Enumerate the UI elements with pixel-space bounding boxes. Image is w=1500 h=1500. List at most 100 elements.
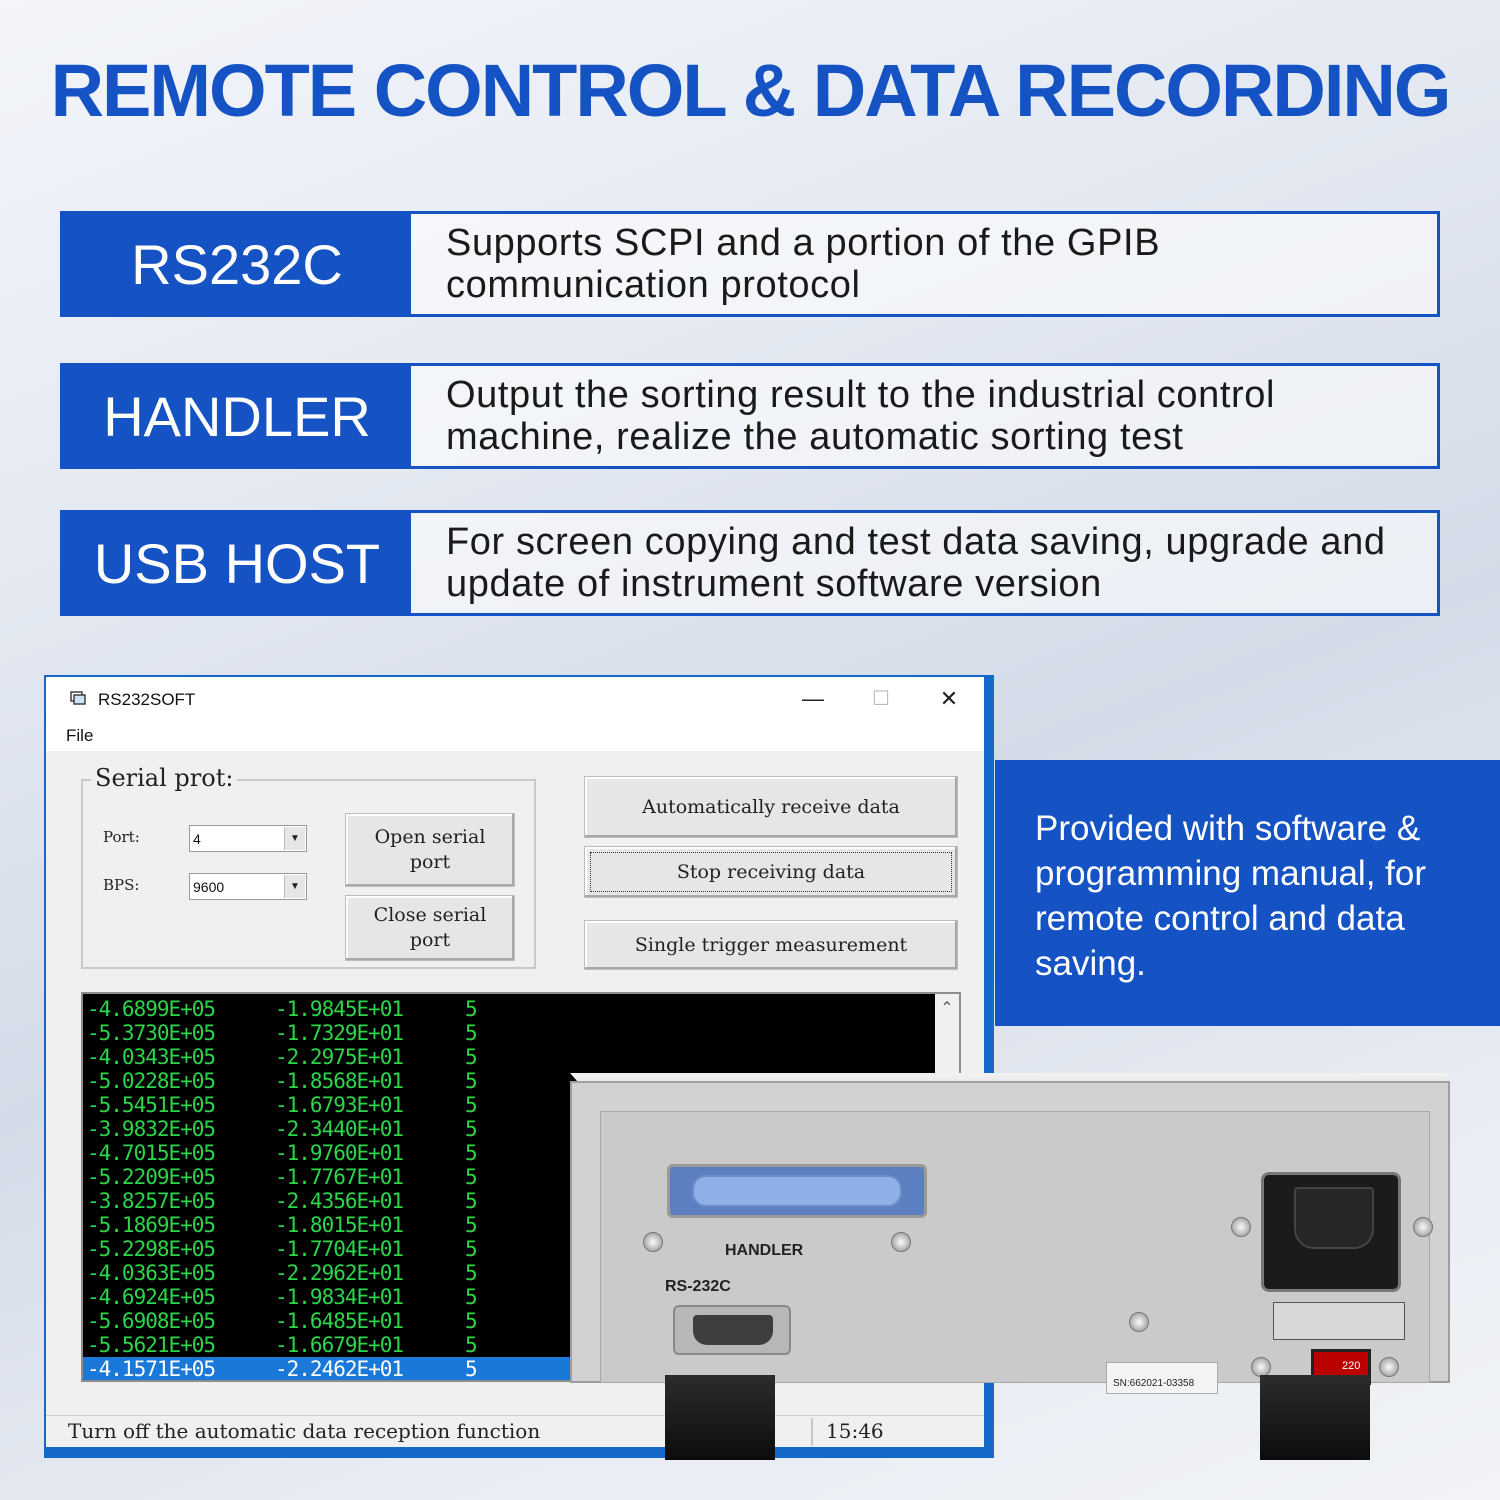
data-value-2: -1.9834E+01 — [275, 1285, 404, 1309]
auto-receive-button[interactable]: Automatically receive data — [584, 776, 958, 838]
data-value-2: -1.7767E+01 — [275, 1165, 404, 1189]
data-value-2: -1.9760E+01 — [275, 1141, 404, 1165]
data-row[interactable]: -5.2209E+05 -1.7767E+01 5 — [83, 1165, 935, 1189]
data-value-2: -2.4356E+01 — [275, 1189, 404, 1213]
chevron-down-icon[interactable]: ▼ — [284, 827, 305, 850]
port-select[interactable]: 4 ▼ — [189, 825, 307, 852]
data-value-2: -1.6679E+01 — [275, 1333, 404, 1357]
data-row[interactable]: -5.0228E+05 -1.8568E+01 5 — [83, 1069, 935, 1093]
rs232soft-window: RS232SOFT — ☐ ✕ File Serial prot: Port: … — [44, 675, 994, 1458]
power-inlet — [1261, 1172, 1401, 1292]
data-value-3: 5 — [465, 1165, 478, 1189]
rs232-label: RS-232C — [665, 1278, 731, 1295]
data-value-2: -1.9845E+01 — [275, 997, 404, 1021]
data-value-3: 5 — [465, 1045, 478, 1069]
feature-rs232c: RS232C Supports SCPI and a portion of th… — [60, 211, 1440, 317]
status-message: Turn off the automatic data reception fu… — [68, 1419, 541, 1443]
feature-description: Supports SCPI and a portion of the GPIB … — [446, 222, 1161, 306]
data-value-1: -4.1571E+05 — [87, 1357, 216, 1381]
minimize-icon[interactable]: — — [802, 686, 824, 711]
device-foot — [665, 1375, 775, 1460]
maximize-icon[interactable]: ☐ — [872, 688, 890, 710]
data-value-3: 5 — [465, 1069, 478, 1093]
data-value-3: 5 — [465, 997, 478, 1021]
port-label: Port: — [103, 828, 140, 846]
headline: REMOTE CONTROL & DATA RECORDING — [50, 49, 1452, 132]
screw — [1251, 1357, 1271, 1377]
stop-receive-button[interactable]: Stop receiving data — [584, 846, 958, 898]
close-icon[interactable]: ✕ — [939, 686, 959, 711]
data-value-1: -4.0363E+05 — [87, 1261, 216, 1285]
data-value-1: -5.2209E+05 — [87, 1165, 216, 1189]
data-value-3: 5 — [465, 1213, 478, 1237]
rating-label — [1273, 1302, 1405, 1340]
data-value-2: -2.2962E+01 — [275, 1261, 404, 1285]
single-trigger-button[interactable]: Single trigger measurement — [584, 920, 958, 970]
menu-file[interactable]: File — [66, 726, 94, 745]
open-serial-port-button[interactable]: Open serial port — [345, 813, 515, 887]
data-value-1: -5.5451E+05 — [87, 1093, 216, 1117]
data-row[interactable]: -3.8257E+05 -2.4356E+01 5 — [83, 1189, 935, 1213]
feature-label: USB HOST — [63, 513, 411, 613]
data-value-1: -5.1869E+05 — [87, 1213, 216, 1237]
feature-label: RS232C — [63, 214, 411, 314]
window-title: RS232SOFT — [98, 690, 196, 709]
status-divider — [811, 1418, 813, 1446]
voltage-switch-label: 220 — [1342, 1360, 1361, 1372]
data-value-3: 5 — [465, 1117, 478, 1141]
status-bar: Turn off the automatic data reception fu… — [46, 1415, 984, 1447]
data-value-2: -2.2462E+01 — [275, 1357, 404, 1381]
instrument-rear-panel: HANDLER RS-232C SN:662021-03358 220 — [570, 1073, 1450, 1460]
data-value-3: 5 — [465, 1309, 478, 1333]
data-row[interactable]: -3.9832E+05 -2.3440E+01 5 — [83, 1117, 935, 1141]
title-bar[interactable]: RS232SOFT — ☐ ✕ — [46, 677, 984, 721]
handler-label: HANDLER — [725, 1242, 804, 1259]
feature-usb-host: USB HOST For screen copying and test dat… — [60, 510, 1440, 616]
serial-port-group: Serial prot: Port: 4 ▼ BPS: 9600 ▼ Open … — [81, 764, 536, 969]
device-foot — [1260, 1375, 1370, 1460]
rear-panel: HANDLER RS-232C SN:662021-03358 220 — [600, 1111, 1433, 1394]
data-value-3: 5 — [465, 1237, 478, 1261]
data-value-1: -3.9832E+05 — [87, 1117, 216, 1141]
bps-select[interactable]: 9600 ▼ — [189, 873, 307, 900]
data-value-2: -1.7329E+01 — [275, 1021, 404, 1045]
data-row[interactable]: -5.5451E+05 -1.6793E+01 5 — [83, 1093, 935, 1117]
bps-value: 9600 — [193, 879, 225, 895]
close-serial-port-button[interactable]: Close serial port — [345, 895, 515, 961]
data-value-1: -4.0343E+05 — [87, 1045, 216, 1069]
data-value-2: -2.3440E+01 — [275, 1117, 404, 1141]
data-value-1: -4.6899E+05 — [87, 997, 216, 1021]
chevron-up-icon[interactable]: ⌃ — [940, 1000, 954, 1017]
software-note-panel: Provided with software & programming man… — [995, 760, 1500, 1026]
data-value-3: 5 — [465, 1093, 478, 1117]
data-value-2: -1.6485E+01 — [275, 1309, 404, 1333]
data-value-1: -3.8257E+05 — [87, 1189, 216, 1213]
data-value-1: -4.6924E+05 — [87, 1285, 216, 1309]
screw — [891, 1232, 911, 1252]
data-value-3: 5 — [465, 1141, 478, 1165]
handler-connector — [667, 1164, 927, 1218]
menu-bar: File — [46, 721, 984, 751]
data-value-1: -5.5621E+05 — [87, 1333, 216, 1357]
data-value-3: 5 — [465, 1189, 478, 1213]
data-value-2: -1.6793E+01 — [275, 1093, 404, 1117]
group-title: Serial prot: — [91, 764, 238, 792]
data-value-1: -5.0228E+05 — [87, 1069, 216, 1093]
device-body: HANDLER RS-232C SN:662021-03358 220 — [570, 1081, 1450, 1394]
bps-label: BPS: — [103, 876, 140, 894]
screw — [1413, 1217, 1433, 1237]
status-time: 15:46 — [826, 1419, 884, 1443]
data-row[interactable]: -4.6899E+05 -1.9845E+01 5 — [83, 997, 935, 1021]
chevron-down-icon[interactable]: ▼ — [284, 875, 305, 898]
data-value-2: -1.8568E+01 — [275, 1069, 404, 1093]
app-icon — [70, 691, 86, 705]
